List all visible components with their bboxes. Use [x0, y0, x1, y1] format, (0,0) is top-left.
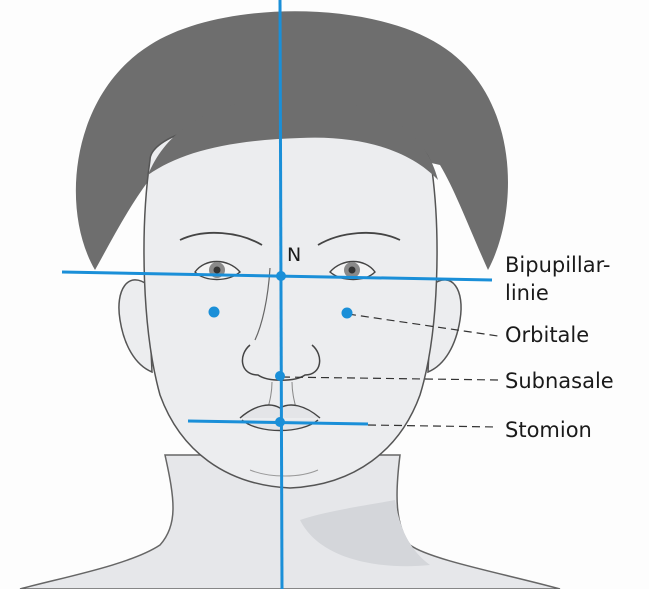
point-stomion — [275, 417, 285, 427]
label-n: N — [287, 244, 301, 266]
label-stomion: Stomion — [505, 419, 592, 441]
point-orbitale-right — [342, 308, 353, 319]
median-line — [280, 0, 282, 589]
label-orbitale: Orbitale — [505, 324, 589, 346]
label-bipupillar-line2: linie — [505, 282, 549, 304]
face — [144, 118, 437, 488]
point-subnasale — [275, 371, 285, 381]
label-subnasale: Subnasale — [505, 370, 614, 392]
point-orbitale-left — [209, 307, 220, 318]
label-bipupillar-line1: Bipupillar- — [505, 254, 610, 276]
point-n — [276, 271, 286, 281]
